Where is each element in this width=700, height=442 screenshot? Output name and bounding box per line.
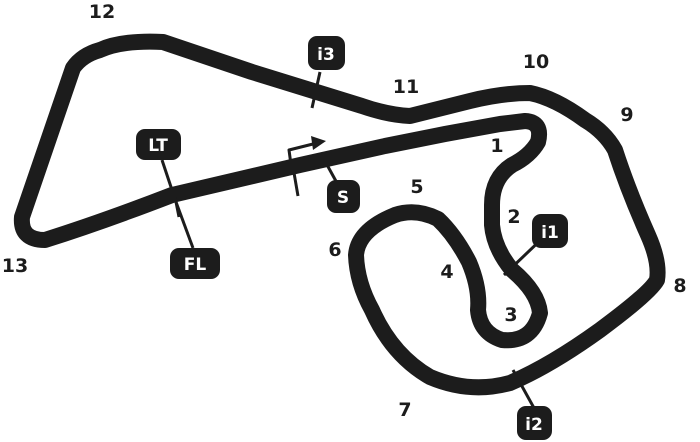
fl-badge: FL: [170, 248, 220, 279]
track-outline: [13, 33, 666, 396]
turn-label-1: 1: [490, 135, 503, 157]
turn-label-9: 9: [620, 104, 633, 126]
i2-tick: [511, 369, 536, 409]
turn-label-8: 8: [673, 275, 686, 297]
turn-label-12: 12: [89, 1, 115, 23]
i1-badge: i1: [532, 214, 568, 248]
lt-badge-label: LT: [148, 136, 168, 156]
i3-tick: [310, 71, 322, 109]
turn-label-2: 2: [507, 206, 520, 228]
start-badge: S: [327, 180, 360, 213]
i3-badge-label: i3: [317, 45, 335, 65]
fl-badge-label: FL: [184, 255, 207, 275]
i3-badge: i3: [308, 36, 345, 70]
s-connector: [324, 162, 339, 184]
turn-label-4: 4: [440, 261, 453, 283]
turn-label-10: 10: [523, 51, 549, 73]
turn-label-3: 3: [504, 304, 517, 326]
start-line-tick: [291, 166, 300, 197]
start-badge-label: S: [337, 188, 349, 208]
turn-label-7: 7: [398, 399, 411, 421]
turn-label-11: 11: [393, 76, 419, 98]
i2-badge: i2: [517, 406, 552, 440]
direction-arrow-icon: [287, 136, 326, 173]
lt-badge: LT: [136, 129, 181, 160]
i2-badge-label: i2: [525, 415, 543, 435]
lt-connector: [160, 159, 178, 203]
turn-label-6: 6: [328, 239, 341, 261]
turn-label-5: 5: [410, 176, 423, 198]
fl-connector: [174, 201, 195, 249]
i1-badge-label: i1: [541, 223, 559, 243]
turn-label-13: 13: [2, 255, 28, 277]
